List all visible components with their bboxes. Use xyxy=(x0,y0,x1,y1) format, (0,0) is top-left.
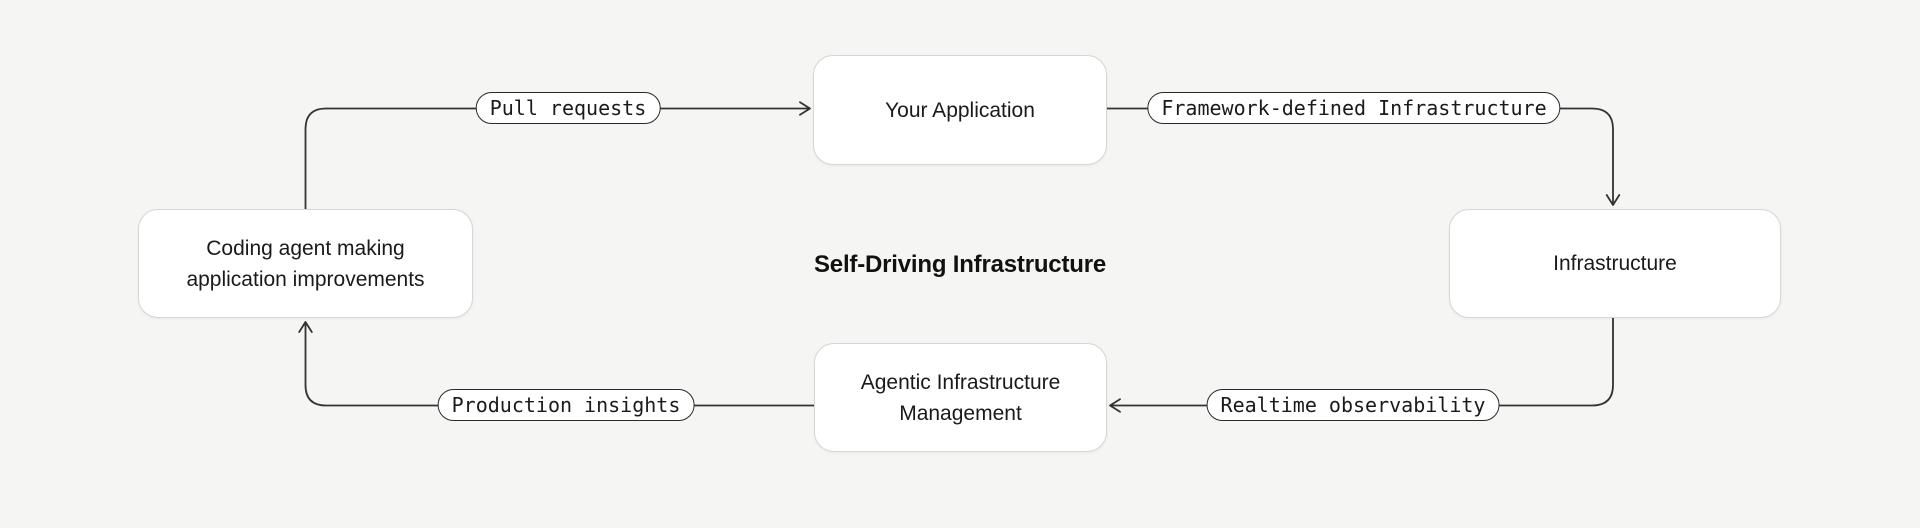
node-coding-agent-label: Coding agent making application improvem… xyxy=(186,236,425,291)
edge-label-production-insights: Production insights xyxy=(437,389,695,421)
node-infrastructure-label: Infrastructure xyxy=(1553,252,1677,275)
node-coding-agent: Coding agent making application improvem… xyxy=(138,209,473,318)
edge-coding-agent-to-your-application-connector xyxy=(304,101,811,210)
node-your-application-label: Your Application xyxy=(885,98,1035,122)
node-agentic-infrastructure-management-label: Agentic Infrastructure Management xyxy=(860,370,1061,425)
edge-label-pull-requests-text: Pull requests xyxy=(489,96,647,120)
edge-agentic-to-coding-agent-connector xyxy=(298,321,815,407)
edge-label-realtime-observability-text: Realtime observability xyxy=(1220,393,1486,417)
edge-label-production-insights-text: Production insights xyxy=(451,393,681,417)
node-your-application: Your Application xyxy=(813,55,1107,165)
edge-label-realtime-observability: Realtime observability xyxy=(1206,389,1500,421)
diagram-title: Self-Driving Infrastructure xyxy=(814,251,1106,278)
node-agentic-infrastructure-management: Agentic Infrastructure Management xyxy=(814,343,1107,452)
edge-label-framework-defined-infrastructure: Framework-defined Infrastructure xyxy=(1147,92,1561,124)
edge-label-framework-defined-infrastructure-text: Framework-defined Infrastructure xyxy=(1161,96,1547,120)
edge-your-application-to-infrastructure-connector xyxy=(1106,107,1621,206)
edge-infrastructure-to-agentic-connector xyxy=(1109,317,1614,413)
edge-label-pull-requests: Pull requests xyxy=(475,92,661,124)
node-infrastructure: Infrastructure xyxy=(1449,209,1781,318)
